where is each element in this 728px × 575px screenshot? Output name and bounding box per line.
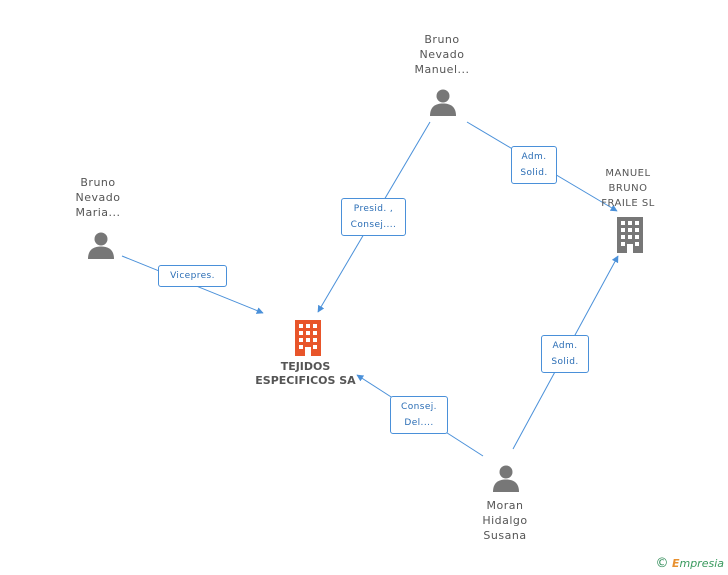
building-icon[interactable] (614, 217, 646, 253)
person-icon[interactable] (87, 231, 115, 259)
node-label-tejidos[interactable]: TEJIDOS ESPECIFICOS SA (243, 360, 368, 388)
node-label-line: Manuel... (414, 63, 470, 76)
node-label-bruno-manuel[interactable]: Bruno Nevado Manuel... (403, 32, 481, 77)
node-label-line: Hidalgo (482, 514, 528, 527)
edge-label-vicepres[interactable]: Vicepres. (158, 265, 227, 287)
edge-label-adm-top[interactable]: Adm. Solid. (511, 146, 557, 184)
node-label-line: Nevado (419, 48, 465, 61)
brand-initial: E (671, 557, 680, 570)
edge-label-line: Solid. (551, 357, 579, 367)
edge-label-line: Solid. (520, 168, 548, 178)
copyright-symbol: © (655, 556, 669, 571)
edge-label-line: Presid. , (353, 204, 394, 214)
node-label-line: Susana (483, 529, 527, 542)
edge-label-line: Vicepres. (170, 271, 215, 281)
node-label-line: BRUNO (608, 183, 648, 194)
node-label-line: Moran (486, 499, 524, 512)
brand-name: mpresia (679, 557, 724, 570)
node-label-line: Bruno (424, 33, 460, 46)
node-label-line: Maria... (75, 206, 121, 219)
node-label-bruno-maria[interactable]: Bruno Nevado Maria... (59, 175, 137, 220)
edge-label-line: Adm. (521, 152, 547, 162)
edge-label-presid[interactable]: Presid. , Consej.... (341, 198, 406, 236)
node-label-moran[interactable]: Moran Hidalgo Susana (466, 498, 544, 543)
edge-label-consej-del[interactable]: Consej. Del.... (390, 396, 448, 434)
node-label-manuel-bruno-fraile[interactable]: MANUEL BRUNO FRAILE SL (588, 166, 668, 211)
edge-label-line: Adm. (552, 341, 578, 351)
building-icon[interactable] (292, 320, 324, 356)
node-label-line: ESPECIFICOS SA (255, 374, 356, 387)
person-icon[interactable] (492, 464, 520, 492)
node-label-line: MANUEL (605, 168, 651, 179)
edge-label-adm-bottom[interactable]: Adm. Solid. (541, 335, 589, 373)
edge-label-line: Del.... (404, 418, 434, 428)
node-label-line: FRAILE SL (601, 198, 655, 209)
edge-label-line: Consej. (401, 402, 437, 412)
empresia-watermark: © Empresia (655, 556, 724, 571)
node-label-line: TEJIDOS (280, 360, 331, 373)
node-label-line: Bruno (80, 176, 116, 189)
person-icon[interactable] (429, 88, 457, 116)
node-label-line: Nevado (75, 191, 121, 204)
edge-label-line: Consej.... (350, 220, 397, 230)
